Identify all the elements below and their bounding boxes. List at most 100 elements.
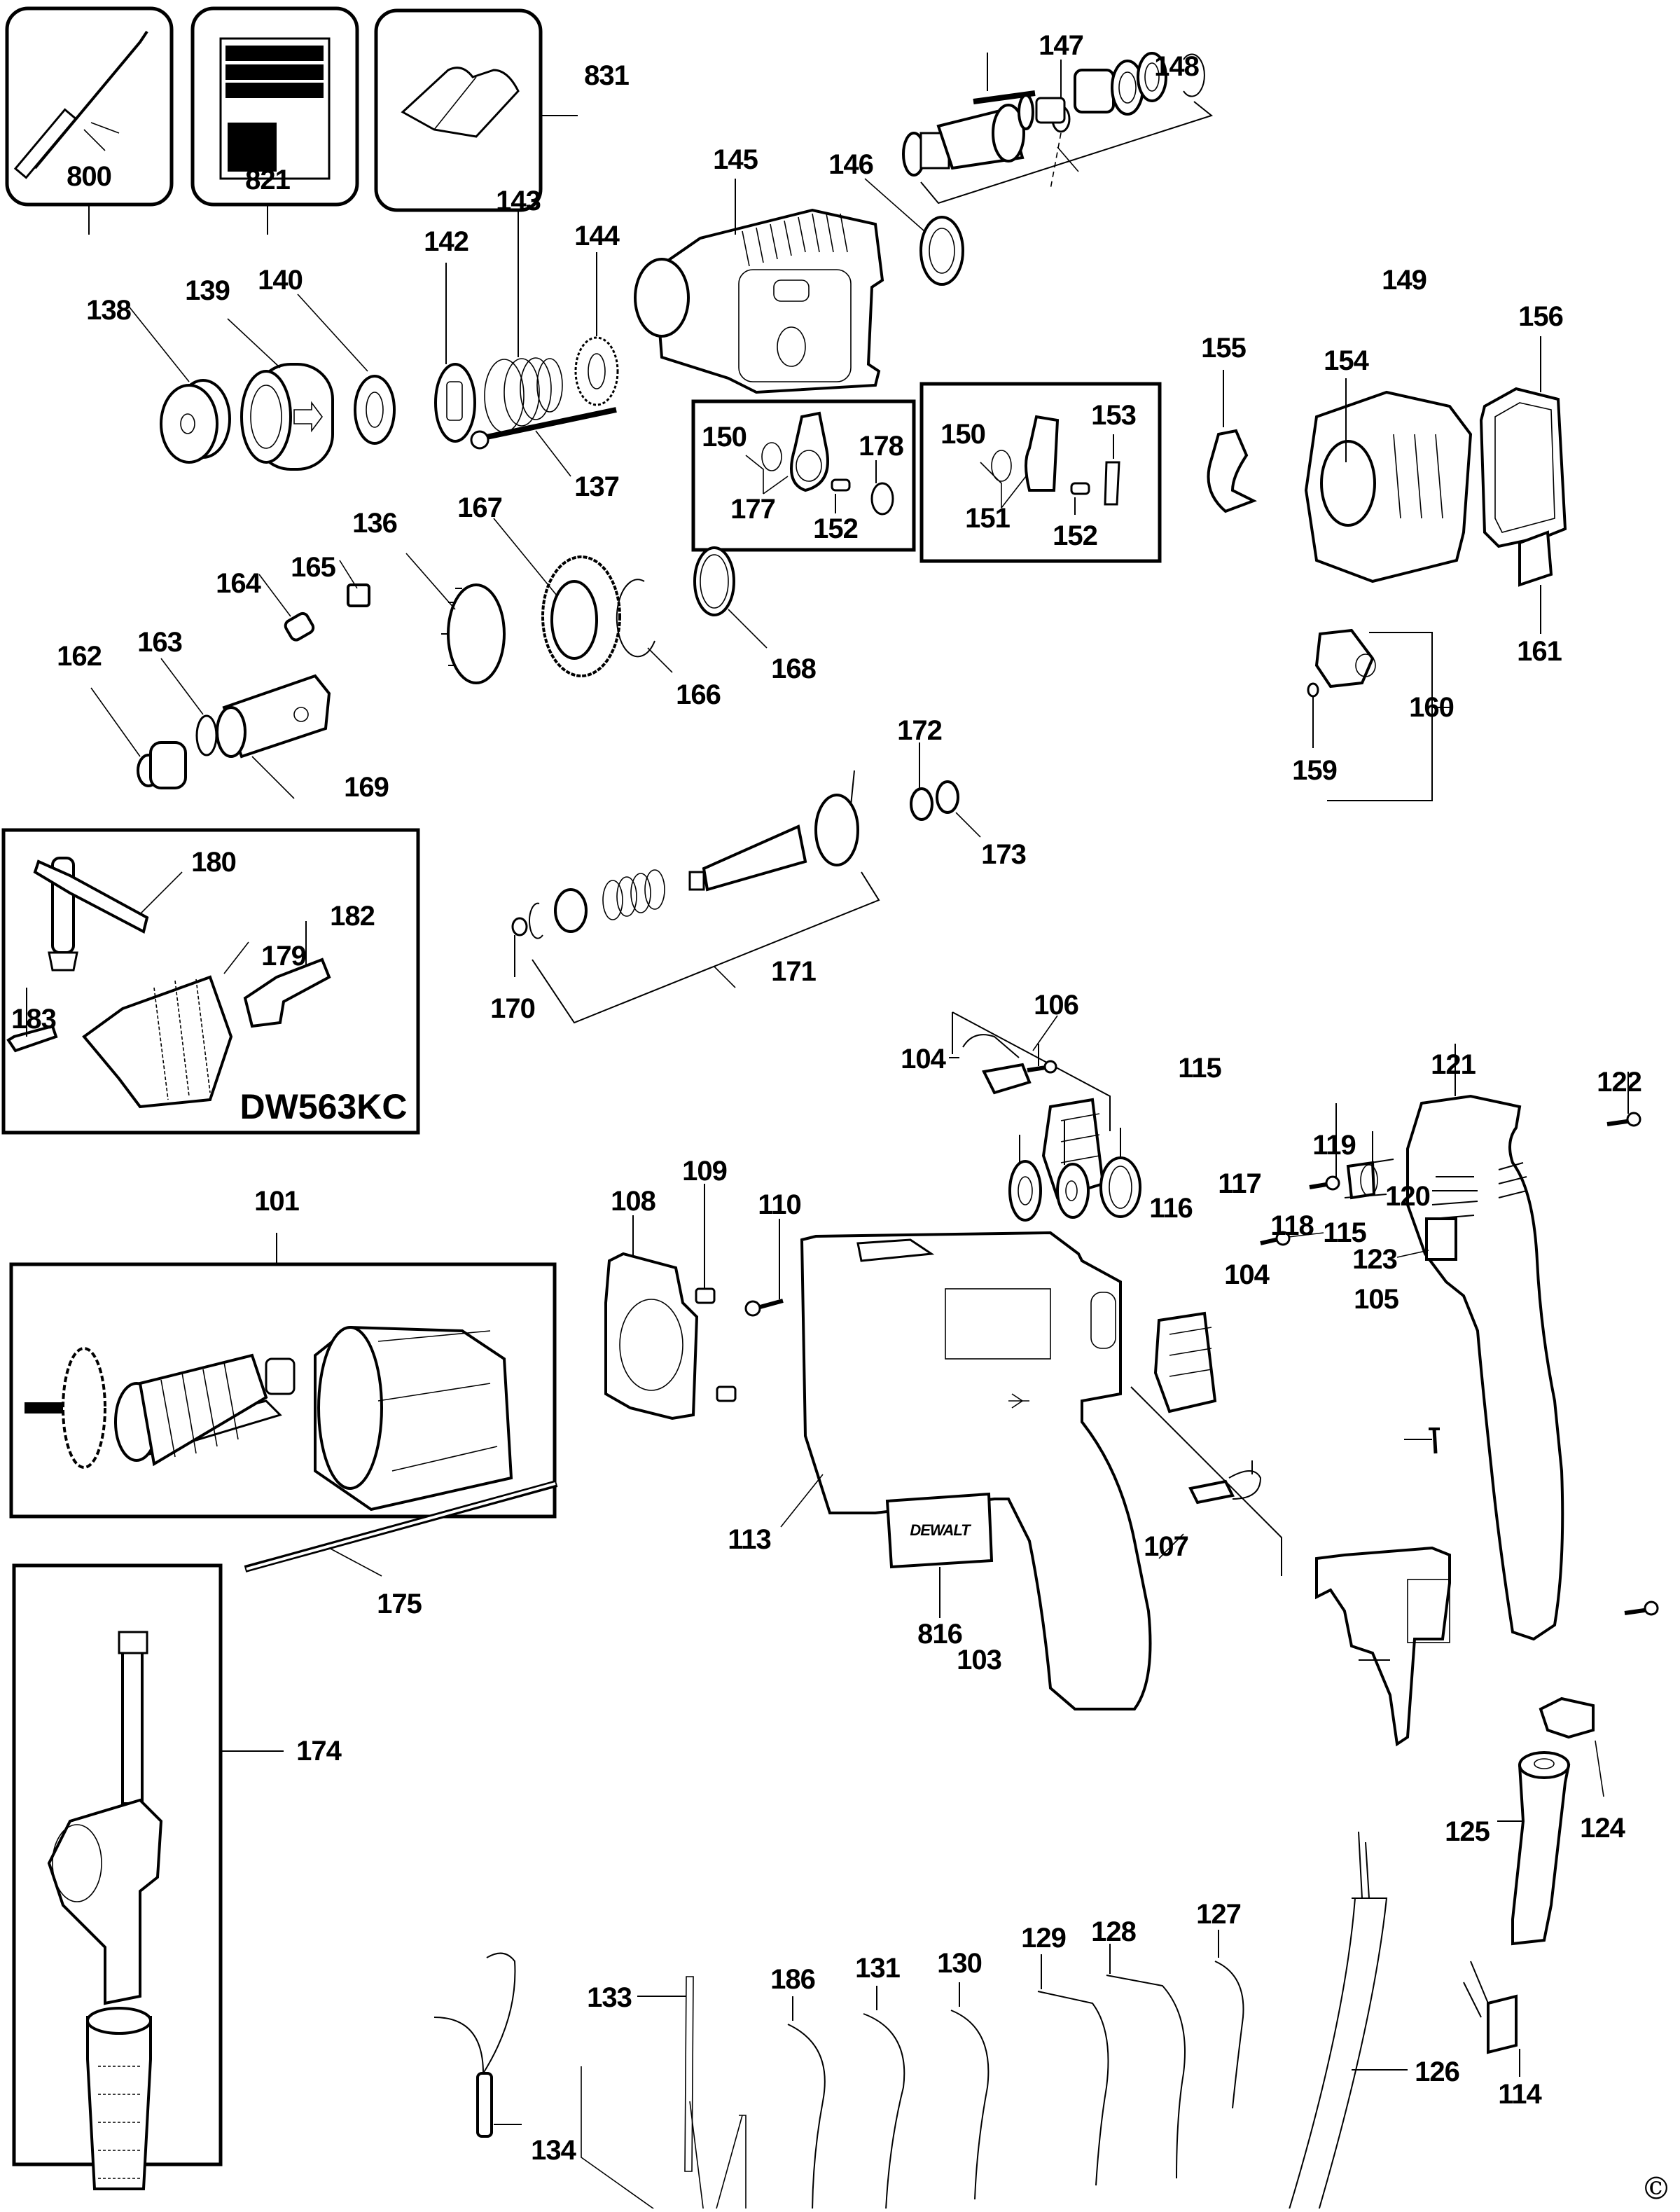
part-130-wire	[950, 2010, 990, 2200]
part-label-124: 124	[1580, 1813, 1625, 1844]
part-label-138: 138	[86, 295, 132, 326]
part-115-screw-b	[1260, 1231, 1291, 1246]
part-144-seal	[574, 336, 619, 406]
part-label-144: 144	[574, 221, 620, 251]
part-171-intermediate-shaft	[511, 770, 859, 939]
nameplate-brand-text: DEWALT	[910, 1521, 970, 1539]
part-133-harness	[581, 1976, 747, 2212]
part-110-screw	[744, 1299, 784, 1317]
wire-set	[787, 1961, 1244, 2212]
part-103-switch	[1315, 1546, 1451, 1747]
leader-164	[258, 574, 291, 617]
part-143-spring	[484, 357, 563, 433]
leader-171	[714, 966, 736, 988]
part-label-182: 182	[330, 901, 375, 932]
part-label-156: 156	[1518, 301, 1564, 332]
leader-167	[493, 518, 557, 596]
leader-113	[780, 1474, 824, 1528]
part-123-capacitor	[1425, 1217, 1457, 1261]
part-label-172: 172	[897, 715, 943, 746]
part-label-107: 107	[1144, 1531, 1189, 1562]
manual-book-icon	[401, 67, 520, 138]
part-label-831: 831	[584, 60, 630, 91]
part-label-150-b: 150	[940, 419, 986, 450]
bracket-106	[952, 1011, 1111, 1131]
part-label-153: 153	[1091, 400, 1137, 431]
leader-165	[339, 560, 358, 589]
part-label-101: 101	[254, 1186, 300, 1217]
part-label-149: 149	[1382, 265, 1427, 296]
part-label-137: 137	[574, 471, 620, 502]
part-label-123: 123	[1352, 1244, 1398, 1275]
part-label-129: 129	[1021, 1923, 1067, 1954]
leader-162	[90, 687, 141, 757]
part-167-gear-ring	[541, 555, 621, 677]
part-label-175: 175	[377, 1589, 422, 1619]
part-label-125: 125	[1445, 1816, 1490, 1847]
part-183-screw	[6, 1024, 58, 1053]
part-109-spacer	[695, 1287, 737, 1402]
part-label-163: 163	[137, 627, 183, 658]
part-label-179: 179	[261, 941, 307, 972]
part-129-wire	[1037, 1991, 1109, 2186]
part-186-wire	[787, 2024, 826, 2212]
part-label-170: 170	[490, 993, 536, 1024]
part-label-821: 821	[245, 165, 291, 195]
part-label-143: 143	[496, 186, 541, 216]
field-stator	[314, 1325, 513, 1512]
part-label-127: 127	[1196, 1899, 1242, 1930]
part-139-collar	[240, 363, 334, 471]
part-label-147: 147	[1039, 30, 1084, 61]
leader-150-151	[980, 462, 1027, 509]
part-149-spindle-assembly	[902, 52, 1205, 177]
part-label-171: 171	[771, 956, 817, 987]
part-140-washer	[354, 375, 396, 445]
part-label-117: 117	[1218, 1168, 1262, 1199]
part-label-126: 126	[1415, 2057, 1460, 2087]
part-122-screw	[1606, 1112, 1641, 1127]
part-label-173: 173	[981, 839, 1027, 870]
part-105-screw	[1429, 1428, 1440, 1454]
leader-168	[728, 609, 768, 649]
part-label-122: 122	[1597, 1067, 1642, 1098]
grease-gun-icon	[13, 30, 148, 179]
part-label-113: 113	[728, 1524, 772, 1555]
part-label-133: 133	[587, 1982, 632, 2013]
part-label-115-b: 115	[1323, 1217, 1367, 1248]
copyright-mark: ©	[1641, 2171, 1672, 2207]
part-142-retainer	[434, 363, 476, 443]
part-180-chuck-key	[33, 857, 149, 972]
part-label-168: 168	[771, 654, 817, 684]
part-label-104-a: 104	[901, 1044, 946, 1074]
part-label-164: 164	[216, 568, 261, 599]
part-label-151: 151	[965, 503, 1011, 534]
bracket-160	[1327, 632, 1433, 801]
part-label-160: 160	[1409, 692, 1455, 723]
leader-107	[1158, 1533, 1184, 1559]
leader-150-177	[745, 455, 789, 495]
leader-137	[535, 430, 571, 477]
inset-box-selector-a	[691, 399, 916, 552]
part-label-110: 110	[758, 1189, 802, 1220]
part-label-169: 169	[344, 772, 389, 803]
part-label-146: 146	[828, 149, 874, 180]
leader-169	[251, 756, 295, 799]
part-138-end-cap	[160, 379, 231, 464]
part-165-nut	[347, 583, 370, 607]
leader-146	[864, 178, 925, 232]
part-168-washer	[693, 546, 735, 616]
leader-147-dash	[1050, 132, 1062, 190]
part-145-gear-housing	[634, 208, 884, 394]
part-160-switch-assembly	[1307, 628, 1376, 698]
part-label-800: 800	[67, 161, 112, 192]
part-169-sleeve	[216, 674, 331, 759]
leader-173	[955, 812, 981, 838]
part-131-wire	[863, 2013, 905, 2211]
part-label-128: 128	[1091, 1916, 1137, 1947]
part-125-cord-guard	[1511, 1751, 1571, 1946]
leader-106	[1032, 1015, 1058, 1051]
part-137-screw	[470, 407, 617, 450]
part-154-rear-housing	[1304, 390, 1473, 583]
